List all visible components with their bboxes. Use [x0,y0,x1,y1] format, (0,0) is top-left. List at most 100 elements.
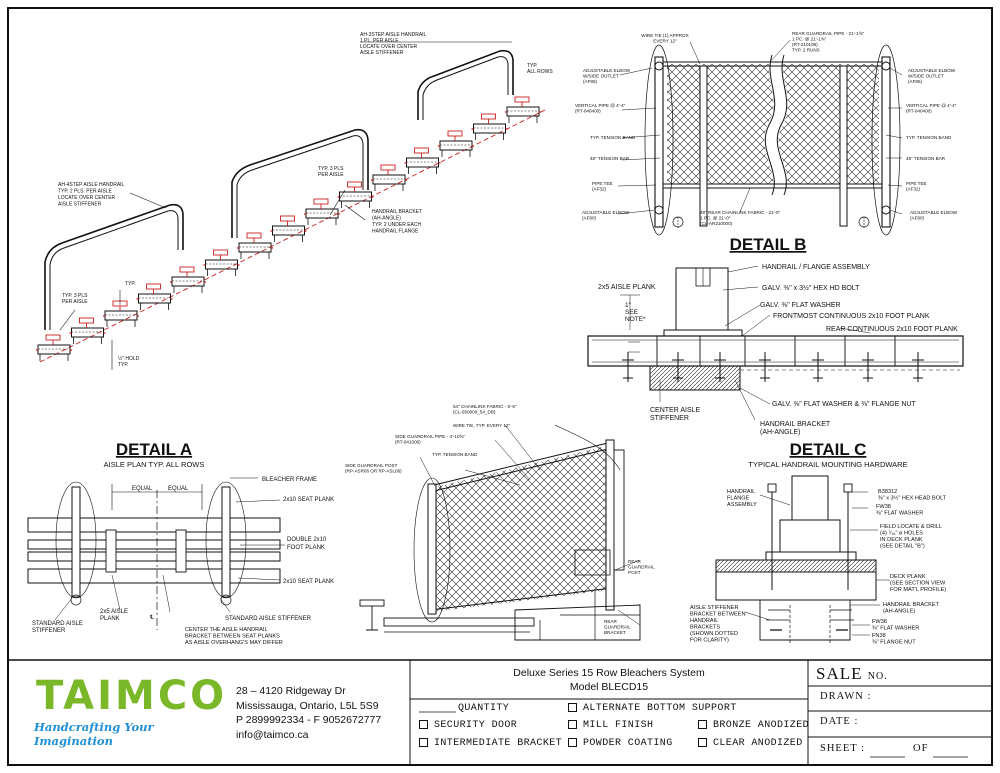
callout-line: DOUBLE 2x10 [287,537,327,543]
stair-row [337,181,374,208]
checkbox-alt-support[interactable] [568,703,577,712]
drawn-label: DRAWN : [820,691,872,702]
detail-a-subtitle: AISLE PLAN TYP. ALL ROWS [104,460,205,469]
callout-line: ⅜" FLAT WASHER [872,626,919,632]
callout-line: HANDRAIL [690,618,718,624]
p-bolt: GALV. ⅜" x 3½" HEX HD BOLT [762,284,860,292]
callout-line: FW38 [876,504,891,510]
plank-section-drawing [587,265,964,421]
grade-reference-line [39,109,546,363]
dim-typ: TYP. [125,281,135,287]
plank-bolt [714,352,726,382]
company-contact: 28 – 4120 Ridgeway Dr Mississauga, Ontar… [236,684,381,742]
model-number: Model BLECD15 [569,681,649,693]
option-clear[interactable]: CLEAR ANODIZED [698,738,803,749]
callout-line: (AF32) [906,187,921,192]
callout-typ-all-rows: TYP.ALL ROWS [527,63,553,75]
callout-line: ⅜" FLAT WASHER [876,511,923,517]
option-alt-support[interactable]: ALTERNATE BOTTOM SUPPORT [568,703,737,714]
callout-line: VERTICAL PIPE @ 4'-4" [575,103,626,108]
option-mill-finish[interactable]: MILL FINISH [568,720,653,731]
checkbox-intermediate[interactable] [419,738,428,747]
checkbox-powder[interactable] [568,738,577,747]
option-intermediate[interactable]: INTERMEDIATE BRACKET [419,738,562,749]
plank-bolt [862,352,874,382]
detail-c-drawing [715,475,890,645]
a-seat-bottom: 2x10 SEAT PLANK [283,579,334,585]
plank-bolts [622,352,924,382]
callout-line: ALL ROWS [527,69,553,75]
b-fabric: 48" REAR CHAINLINK FABRIC - 21'-0"1 PC. … [700,210,781,226]
title-block-frame [8,659,992,765]
option-bronze[interactable]: BRONZE ANODIZED [698,720,809,731]
b-bar-right: 48" TENSION BAR [906,156,946,161]
p-aisle-plank: 2x5 AISLE PLANK [598,284,656,291]
callout-line: STANDARD AISLE [32,621,83,627]
callout-line: (CL-AR210000) [700,221,733,226]
callout-line: PER AISLE [62,299,88,305]
callout-line: (RT-040400) [906,109,932,114]
b-tee-right: PIPE TEE(AF32) [906,181,927,192]
callout-line: AISLE STIFFENER [58,202,102,208]
plank-section-callouts: HANDRAIL / FLANGE ASSEMBLY 2x5 AISLE PLA… [598,264,958,436]
callout-line: TYP. 2 RUNS [792,48,820,53]
s-band: TYP. TENSION BAND [432,452,478,457]
logo-text: TAIMCO [36,673,228,719]
callout-line: IN DECK PLANK [880,537,923,543]
b-vpipe-right: VERTICAL PIPE @ 4'-4"(RT-040400) [906,103,957,114]
detail-a-callouts: BLEACHER FRAME EQUAL EQUAL 2x10 SEAT PLA… [32,477,334,646]
option-powder[interactable]: POWDER COATING [568,738,673,749]
stair-steps [36,96,541,361]
option-intermediate-label: INTERMEDIATE BRACKET [434,738,563,750]
sale-no: NO. [867,671,888,682]
detail-a-title: DETAIL A [116,440,192,459]
callout-line: SEE [625,309,639,316]
checkbox-clear[interactable] [698,738,707,747]
stair-row [203,249,240,276]
callout-line: (AF32) [592,187,607,192]
stair-row [270,215,307,242]
checkbox-security-door[interactable] [419,720,428,729]
callout-line: DECK PLANK [890,574,926,580]
callout-line: VERTICAL PIPE @ 4'-4" [906,103,957,108]
upper-handrail [417,49,514,120]
callout-line: REAR [604,619,617,624]
callout-line: EVERY 12" [653,39,677,44]
b-vpipe-left: VERTICAL PIPE @ 4'-4"(RT-040400) [575,103,626,114]
callout-line: ADJUSTABLE ELBOW [583,68,631,73]
company-tagline: Handcrafting Your Imagination [34,720,154,748]
callout-line: (RT-210106) [792,42,818,47]
option-security-door[interactable]: SECURITY DOOR [419,720,517,731]
callout-line: HANDRAIL BRACKET [760,421,831,428]
stair-row [170,266,206,293]
a-equal-2: EQUAL [168,486,189,492]
callout-line: (AF85) [908,79,923,84]
checkbox-mill-finish[interactable] [568,720,577,729]
callout-line: ADJUSTABLE ELBOW [582,210,630,215]
checkbox-bronze[interactable] [698,720,707,729]
sale-text: SALE [816,664,863,683]
callout-line: CENTER THE AISLE HANDRAIL [185,627,268,633]
b-rear-pipe: REAR GUARDRAIL PIPE - 21'-1⅝"1 PC. @ 21'… [792,31,864,53]
callout-line: ⅜" x 3½" HEX HEAD BOLT [878,495,947,502]
detail-b-title: DETAIL B [730,235,807,254]
upper-handrail-inner [422,56,509,120]
sheet-label: SHEET : [820,743,866,754]
b-band-left: TYP. TENSION BAND [590,135,636,140]
callout-line: STIFFENER [650,415,689,422]
callout-line: TYP. [118,362,128,368]
callout-line: TYP. [527,63,537,69]
callout-line: BRACKET [604,630,626,635]
